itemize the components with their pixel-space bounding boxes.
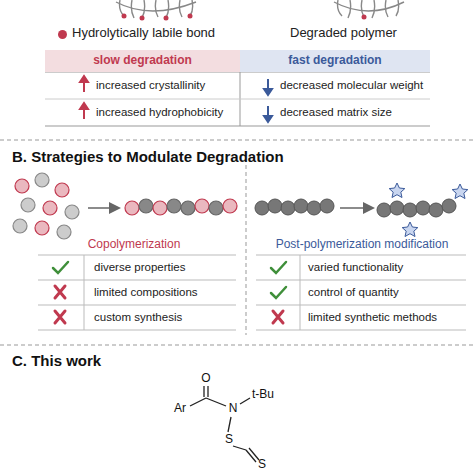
polymer-chain [255, 199, 334, 215]
trend-arrow [80, 76, 272, 122]
divider [0, 345, 474, 346]
atom-label: Ar [174, 402, 186, 416]
atom-label: N [229, 402, 238, 416]
text-label: decreased matrix size [280, 106, 392, 119]
atom-label: S [258, 458, 266, 472]
text-label: varied functionality [308, 261, 403, 274]
pros-cons-table [38, 255, 466, 330]
text-label: diverse properties [94, 261, 185, 274]
legend-text: Hydrolytically labile bond [72, 26, 215, 41]
text-label: limited synthetic methods [308, 311, 437, 324]
monomer-circles [13, 173, 79, 239]
comparison-table [45, 50, 430, 126]
text-label: increased hydrophobicity [96, 106, 223, 119]
atom-label: S [225, 433, 233, 447]
atom-label: O [201, 372, 210, 386]
header-text: fast degradation [288, 54, 381, 68]
header-cell: fast degradation [240, 50, 430, 72]
copolymer-chain [125, 199, 237, 215]
modified-chain [377, 199, 456, 217]
legend-swatch [58, 30, 67, 39]
polymer-bundle [116, 0, 404, 18]
atom-label: t-Bu [252, 388, 274, 402]
text-label: control of quantity [308, 286, 399, 299]
header-text: slow degradation [93, 54, 192, 68]
section-heading: B. Strategies to Modulate Degradation [12, 148, 284, 165]
header-cell: slow degradation [45, 50, 240, 72]
text-label: increased crystallinity [96, 79, 205, 92]
reaction-arrow [88, 207, 118, 209]
functional-star [389, 183, 468, 237]
section-heading: C. This work [12, 352, 101, 369]
text-label: custom synthesis [94, 311, 182, 324]
text-label: decreased molecular weight [280, 79, 423, 92]
labile-bond-dot [122, 14, 367, 21]
text-label: limited compositions [94, 286, 198, 299]
text-label: Copolymerization [88, 238, 181, 252]
divider [0, 140, 474, 141]
chemical-bond [190, 386, 259, 462]
divider [246, 165, 247, 335]
text-label: Post-polymerization modification [276, 238, 449, 252]
text-label: Degraded polymer [290, 26, 397, 41]
reaction-arrow [340, 207, 372, 209]
